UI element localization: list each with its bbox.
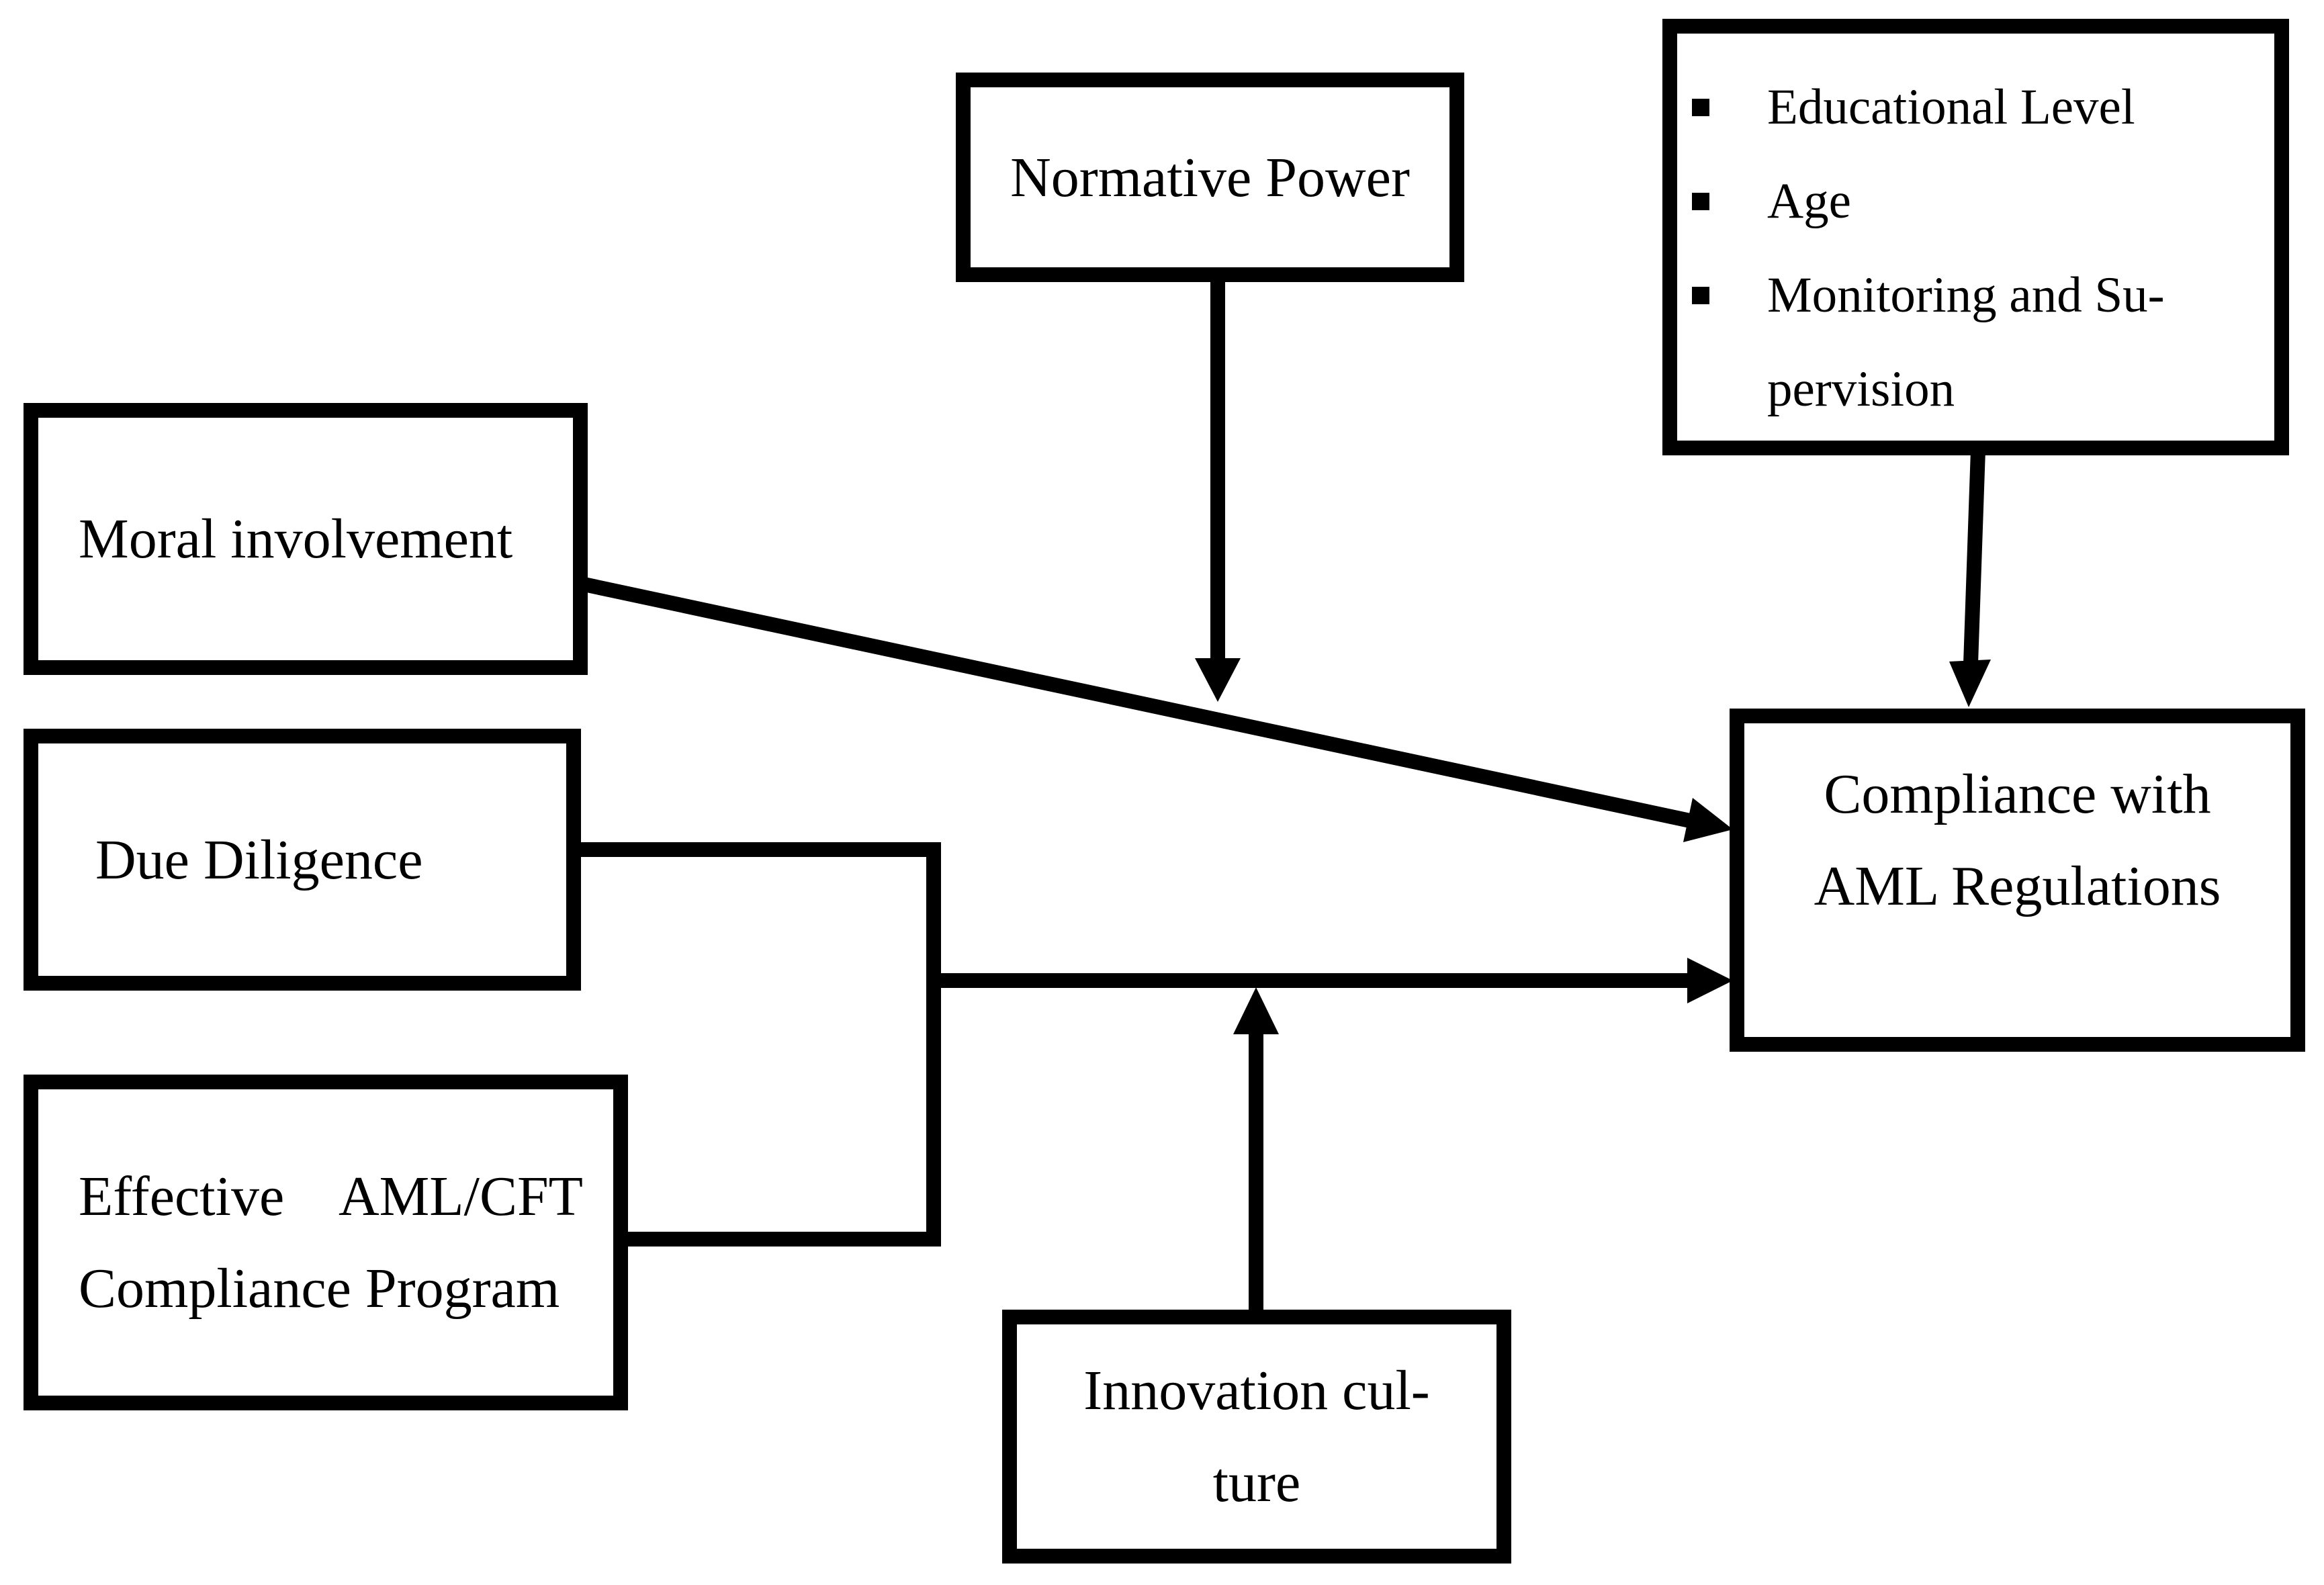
bullet-square-icon [1692,287,1709,304]
box-effective-aml-cft-program: Effective AML/CFT Compliance Program [24,1075,628,1410]
merged-arrowhead-right-icon [1687,958,1733,1003]
box-due-diligence: Due Diligence [24,729,581,991]
effective-program-line2: Compliance Program [79,1257,560,1320]
box-demographic-controls: Educational Level Age Monitoring and Su-… [1662,19,2289,455]
box-moral-involvement: Moral involvement [24,403,588,675]
merge-connector-line [574,842,941,1247]
moral-arrow-shaft [576,576,1692,828]
effective-program-word-left: Effective [79,1165,285,1228]
demographics-arrowhead-down-icon [1949,660,1991,707]
effective-program-word-right: AML/CFT [338,1165,583,1228]
bullet-square-icon [1692,193,1709,210]
moral-arrowhead-right-icon [1683,798,1733,842]
compliance-line1: Compliance with [1824,762,2211,825]
compliance-line2: AML Regulations [1814,854,2221,917]
box-compliance-aml-regulations: Compliance with AML Regulations [1730,709,2305,1052]
innovation-culture-line2: ture [1212,1451,1301,1514]
demographic-item-label-wrap: pervision [1767,361,1955,417]
moral-involvement-label: Moral involvement [79,508,513,570]
due-diligence-label: Due Diligence [95,828,423,891]
demographic-item-label: Educational Level [1767,79,2135,135]
list-item: Monitoring and Su- pervision [1677,248,2274,437]
innovation-culture-line1: Innovation cul- [1083,1359,1430,1422]
demographic-item-label: Monitoring and Su- [1767,267,2165,323]
demographic-item-label: Age [1767,173,1851,229]
list-item: Educational Level [1677,60,2274,154]
list-item: Age [1677,154,2274,248]
demographics-arrow-shaft [1963,449,1985,664]
bullet-square-icon [1692,99,1709,116]
normative-power-label: Normative Power [1010,146,1410,209]
box-normative-power: Normative Power [956,73,1464,282]
box-innovation-culture: Innovation cul- ture [1002,1310,1511,1564]
innovation-arrowhead-up-icon [1233,987,1279,1034]
normative-arrowhead-down-icon [1195,658,1241,702]
